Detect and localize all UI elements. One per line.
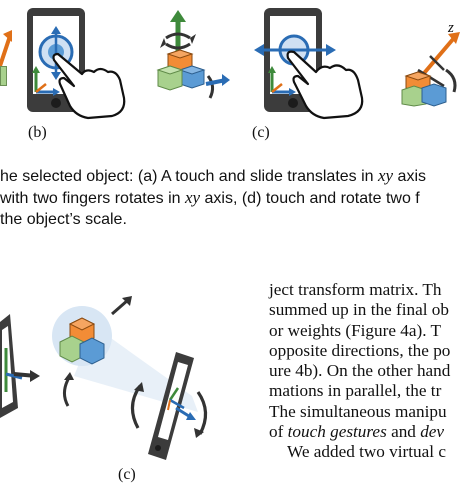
body-line-8: of touch gestures and dev <box>269 422 445 442</box>
body-line-5: ure 4b). On the other hand <box>269 361 451 381</box>
selected-object-icon <box>52 306 112 366</box>
body-text-column: ject transform matrix. Th summed up in t… <box>269 280 450 463</box>
rotate-cubes-icon <box>156 10 230 99</box>
z-axis-label: z <box>448 20 454 36</box>
body-line-1: ject transform matrix. Th <box>269 280 442 299</box>
scale-cubes-icon <box>401 32 460 107</box>
partial-cube-icon <box>0 66 7 86</box>
rotate-arrow-left-icon <box>63 372 74 407</box>
panel-label-b: (b) <box>28 124 47 141</box>
body-line-7: The simultaneous manipu <box>269 401 447 421</box>
partial-arrow-icon <box>0 30 12 67</box>
caption-line-2: with two fingers rotates in xy axis, (d)… <box>0 188 420 207</box>
hand-c-icon <box>286 50 364 120</box>
figure-bottom: (c) <box>0 286 266 483</box>
body-line-9: We added two virtual c <box>287 442 446 462</box>
body-line-4: opposite directions, the po <box>269 340 451 360</box>
axes-c-icon <box>268 66 296 96</box>
body-line-3: or weights (Figure 4a). T <box>269 320 442 340</box>
figure-caption: he selected object: (a) A touch and slid… <box>0 166 474 232</box>
partial-phone-icon <box>0 314 40 418</box>
panel-label-c: (c) <box>252 124 270 141</box>
caption-line-1: he selected object: (a) A touch and slid… <box>0 166 427 185</box>
panel-label-c-bottom: (c) <box>118 466 136 483</box>
body-line-6: mations in parallel, the tr <box>269 381 442 401</box>
figure-top: (b) ( <box>0 0 474 150</box>
rotate-arrow-phone-right-icon <box>194 391 208 438</box>
hand-b-icon <box>52 52 126 120</box>
rotate-arrow-phone-left-icon <box>130 382 144 429</box>
phone-tilted-icon <box>148 352 196 460</box>
axes-b-icon <box>32 66 60 96</box>
rotate-arrow-top-icon <box>111 296 132 316</box>
caption-line-3: the object’s scale. <box>0 211 127 228</box>
body-line-2: summed up in the final ob <box>269 300 449 320</box>
